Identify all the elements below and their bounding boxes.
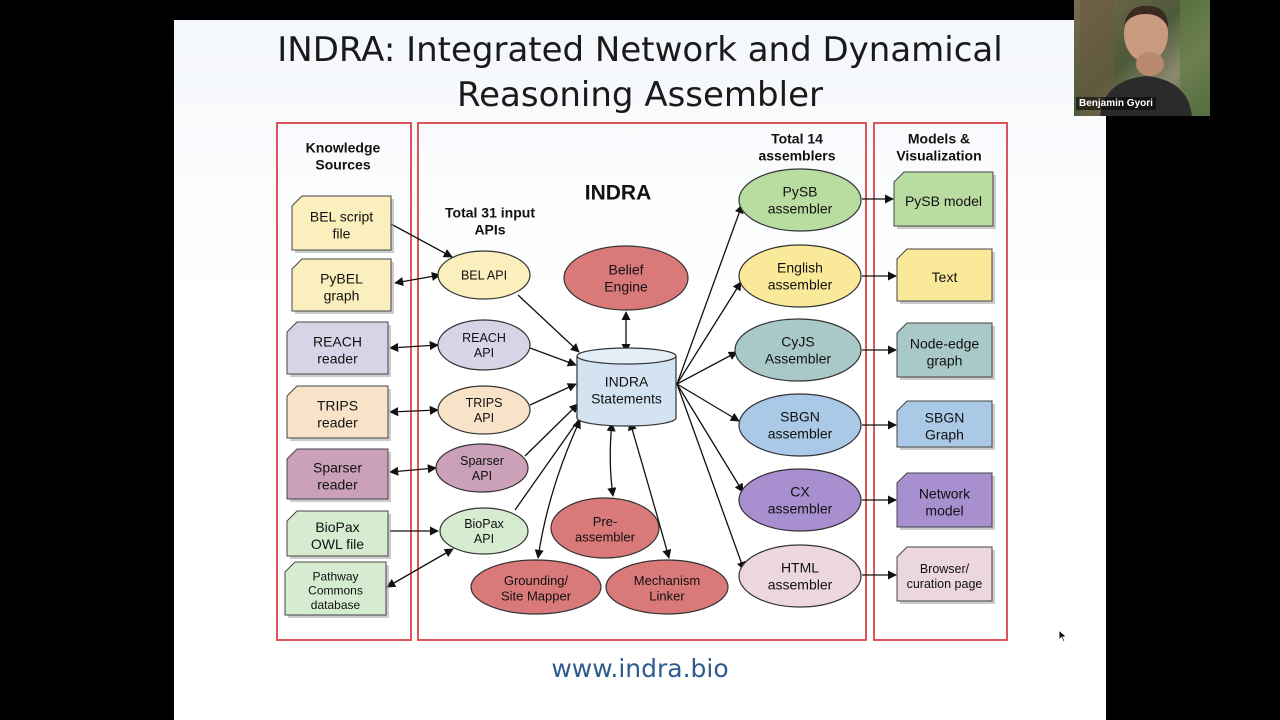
participant-name: Benjamin Gyori — [1076, 97, 1156, 110]
slide-title: INDRA: Integrated Network and Dynamical … — [174, 28, 1106, 118]
model-label-5: Browser/curation page — [907, 562, 983, 591]
source-card-0 — [291, 195, 392, 251]
preassembler-label: Pre-assembler — [575, 514, 636, 545]
frame-indra — [417, 122, 867, 641]
edge-pathway-commons-api — [386, 548, 454, 588]
source-card-3 — [286, 385, 389, 439]
edge-statements-to-assembler-0 — [676, 204, 744, 385]
models-header: Models &Visualization — [896, 131, 981, 164]
model-label-1: Text — [932, 269, 958, 285]
grounding-node — [470, 559, 602, 615]
slide: INDRA: Integrated Network and Dynamical … — [174, 20, 1106, 720]
indra-label: INDRA — [585, 181, 652, 204]
assembler-node-2 — [734, 318, 862, 382]
assembler-node-1 — [738, 244, 862, 308]
belief-engine-node — [563, 245, 689, 311]
mechanism-linker-node — [605, 559, 729, 615]
assembler-node-3 — [738, 393, 862, 457]
grounding-label: Grounding/Site Mapper — [501, 573, 572, 604]
statements-db-top — [576, 347, 677, 365]
edge-reach-api-to-statements — [529, 347, 577, 367]
source-card-2 — [286, 321, 389, 375]
api-node-1 — [437, 319, 531, 371]
website-url[interactable]: www.indra.bio — [551, 654, 729, 683]
edge-statements-to-assembler-2 — [676, 351, 738, 385]
source-card-5 — [286, 510, 389, 557]
mouse-cursor-icon — [1058, 629, 1068, 643]
edge-statements-to-assembler-1 — [676, 281, 742, 385]
model-card-4 — [896, 472, 993, 528]
edge-pybel-api — [394, 271, 441, 287]
model-card-5 — [896, 546, 993, 602]
slide-title-line-2: Reasoning Assembler — [457, 75, 823, 115]
api-label-0: BEL API — [461, 268, 507, 282]
edge-bel-api-to-statements — [517, 294, 580, 353]
edge-statements-to-assembler-4 — [676, 383, 744, 493]
edge-trips-api-to-statements — [529, 383, 577, 406]
preassembler-node — [550, 497, 660, 559]
model-card-2 — [896, 322, 993, 378]
source-card-1 — [291, 258, 392, 312]
model-label-0: PySB model — [905, 193, 982, 209]
edge-statements-to-assembler-5 — [676, 383, 746, 571]
edge-bel-script-to-api — [390, 223, 453, 258]
participant-video[interactable]: Benjamin Gyori — [1074, 0, 1210, 116]
edge-sparser-api — [389, 464, 437, 476]
statements-db-body — [576, 356, 677, 427]
api-node-2 — [437, 385, 531, 435]
participant-video-person — [1080, 0, 1210, 116]
model-card-1 — [896, 248, 993, 302]
edge-mechanism-statements — [627, 421, 672, 559]
edge-preassembler-statements — [606, 422, 617, 497]
edge-trips-api — [389, 405, 439, 417]
frame-models — [873, 122, 1008, 641]
edge-reach-api — [389, 340, 439, 353]
model-card-0 — [893, 171, 994, 227]
assembler-node-4 — [738, 468, 862, 532]
source-card-6 — [284, 561, 387, 616]
assembler-node-0 — [738, 168, 862, 232]
api-node-3 — [435, 443, 529, 493]
slide-title-line-1: INDRA: Integrated Network and Dynamical — [277, 30, 1003, 70]
api-node-4 — [439, 507, 529, 555]
edge-grounding-statements — [534, 419, 581, 559]
api-node-0 — [437, 250, 531, 300]
source-card-4 — [286, 448, 389, 500]
edge-statements-to-assembler-3 — [676, 383, 740, 422]
model-card-3 — [896, 400, 993, 448]
frame-knowledge-sources — [276, 122, 412, 641]
assembler-node-5 — [738, 544, 862, 608]
edge-sparser-api-to-statements — [524, 403, 579, 457]
